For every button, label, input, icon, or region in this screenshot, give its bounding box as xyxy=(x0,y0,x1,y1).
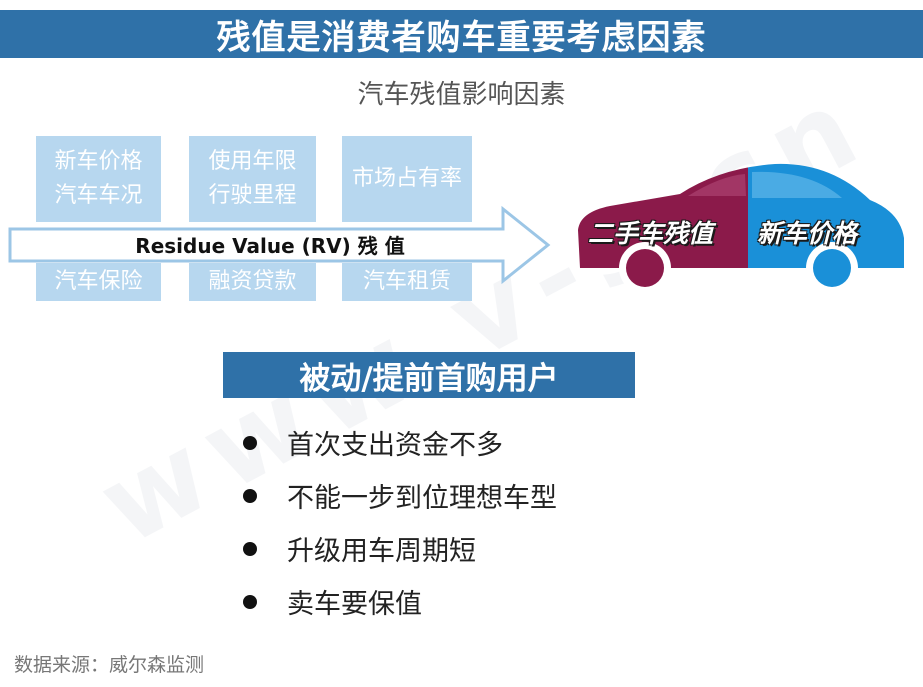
list-item: 不能一步到位理想车型 xyxy=(243,469,557,522)
subtitle: 汽车残值影响因素 xyxy=(357,80,566,110)
bullet-icon xyxy=(243,435,257,450)
car-right-label: 新车价格 xyxy=(757,219,858,248)
rv-arrow xyxy=(8,205,551,285)
factor-box-market-share: 市场占有率 xyxy=(342,136,472,222)
bullet-icon xyxy=(243,488,257,503)
factor-label: 行驶里程 xyxy=(208,183,297,208)
factor-box-age-mileage: 使用年限 行驶里程 xyxy=(189,136,316,222)
car-window-right xyxy=(752,171,842,198)
factor-box-price-condition: 新车价格 汽车车况 xyxy=(36,136,161,222)
factor-label: 市场占有率 xyxy=(351,166,462,191)
list-item: 卖车要保值 xyxy=(243,575,557,628)
factor-label: 融资贷款 xyxy=(208,269,297,294)
bullet-text: 升级用车周期短 xyxy=(287,536,476,567)
factor-label: 汽车车况 xyxy=(54,183,143,208)
bullet-text: 不能一步到位理想车型 xyxy=(287,483,557,514)
page-title: 残值是消费者购车重要考虑因素 xyxy=(216,17,707,58)
factor-label: 汽车租赁 xyxy=(362,269,451,294)
factor-box-insurance: 汽车保险 xyxy=(36,263,161,301)
arrow-shape xyxy=(8,205,551,285)
factor-label: 汽车保险 xyxy=(54,269,143,294)
car-window-left xyxy=(688,174,746,196)
bullet-text: 卖车要保值 xyxy=(287,589,422,620)
factor-box-financing: 融资贷款 xyxy=(189,263,316,301)
bullet-icon xyxy=(243,541,257,556)
car-illustration xyxy=(578,163,904,294)
bullet-list: 首次支出资金不多 不能一步到位理想车型 升级用车周期短 卖车要保值 xyxy=(243,416,557,628)
factor-label: 使用年限 xyxy=(208,149,297,174)
section-title: 被动/提前首购用户 xyxy=(299,360,559,397)
section-banner: 被动/提前首购用户 xyxy=(223,352,635,398)
car-left-label: 二手车残值 xyxy=(588,219,714,248)
bullet-text: 首次支出资金不多 xyxy=(287,430,503,461)
bullet-icon xyxy=(243,594,257,609)
list-item: 升级用车周期短 xyxy=(243,522,557,575)
car-wheel-front-hub xyxy=(626,249,664,287)
rv-arrow-label: Residue Value (RV) 残 值 xyxy=(135,234,405,258)
car-wheel-rear-hub xyxy=(813,249,851,287)
list-item: 首次支出资金不多 xyxy=(243,416,557,469)
title-banner: 残值是消费者购车重要考虑因素 xyxy=(0,10,923,58)
data-source: 数据来源：威尔森监测 xyxy=(14,654,205,676)
factor-box-leasing: 汽车租赁 xyxy=(342,263,472,301)
factor-label: 新车价格 xyxy=(54,149,143,174)
